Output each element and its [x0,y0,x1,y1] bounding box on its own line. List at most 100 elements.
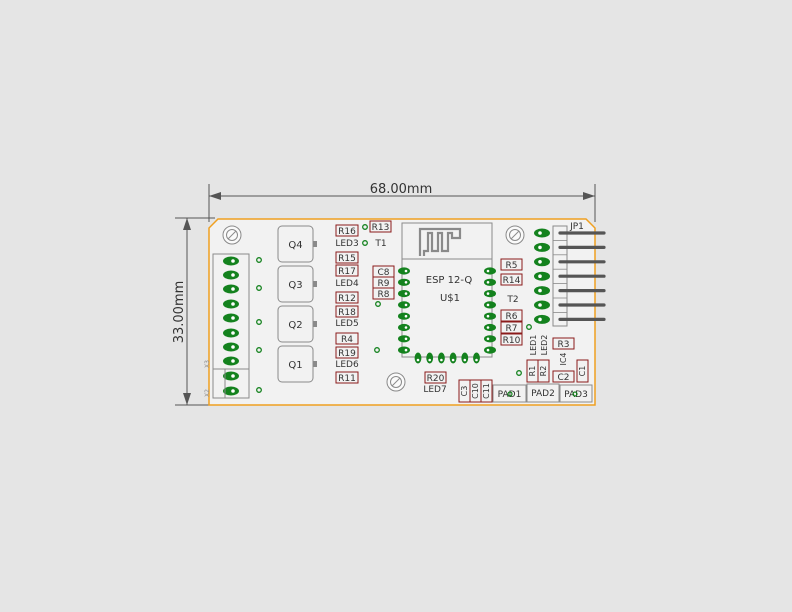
svg-text:C10: C10 [471,383,480,399]
led-label: LED5 [335,319,358,329]
pad2-label: PAD2 [531,389,555,399]
esp-pad [426,352,434,364]
svg-text:R12: R12 [338,294,356,304]
header-pin [534,239,606,252]
c1-label: C1 [578,366,587,377]
width-dimension [208,184,596,222]
mounting-hole-top-left [222,225,242,245]
esp-pad [398,278,410,286]
resistor-r15: R15 [335,251,359,264]
svg-text:C11: C11 [482,383,491,399]
via-t1 [362,240,368,246]
t2-label: T2 [506,295,518,305]
resistor-r17: R17 [335,264,359,277]
via-right-1 [526,324,532,330]
esp-module-name: ESP 12-Q [426,275,473,286]
resistor-r18: R18 [335,305,359,318]
part-r8: R8 [372,287,395,300]
led1-label: LED1 [529,335,538,356]
esp-pad [449,352,457,364]
svg-text:C8: C8 [377,268,389,278]
terminal-block-x3 [212,253,250,396]
resistor-r11: R11 [335,371,359,384]
r13-label: R13 [372,223,390,233]
width-dimension-label: 68.00mm [370,182,433,197]
antenna-trace [418,227,462,256]
transistor-q1: Q1 [277,345,317,383]
esp-module [398,222,496,364]
esp-pad [398,267,410,275]
terminal-pad [223,342,239,352]
esp-pad [484,346,496,354]
transistor-q2: Q2 [277,305,317,343]
svg-text:R16: R16 [338,227,356,237]
r3-box [552,337,575,350]
svg-text:R19: R19 [338,349,356,359]
svg-text:R4: R4 [341,335,353,345]
svg-text:C3: C3 [460,386,469,397]
r20-box [424,371,447,384]
resistor-r16: R16 [335,224,359,237]
resistor-r5: R5 [500,258,523,271]
svg-text:R10: R10 [503,336,521,346]
esp-pad [484,301,496,309]
svg-text:R14: R14 [503,276,521,286]
svg-text:R7: R7 [506,324,518,334]
header-pin [534,254,606,267]
esp-pad [398,335,410,343]
r3-label: R3 [558,340,570,350]
svg-text:R18: R18 [338,308,356,318]
terminal-pad [223,356,239,366]
esp-pad [398,290,410,298]
resistor-r10: R10 [500,333,523,346]
transistor-label: Q4 [288,240,302,251]
esp-pad [484,312,496,320]
resistor-r7: R7 [500,321,523,334]
mounting-hole-bottom [386,372,406,392]
ic4-label: IC4 [559,352,568,365]
header-label: JP1 [569,222,584,232]
esp-pad [414,352,422,364]
r13-box [369,220,392,233]
header-pin [534,297,606,310]
mounting-hole-top-right [505,225,525,245]
cap-c10: C10 [469,379,482,403]
esp-pad [484,267,496,275]
pad-group: PAD1 PAD2 PAD3 [492,383,593,403]
esp-pad [461,352,469,364]
terminal-pad [223,328,239,338]
via-right-2 [516,370,522,376]
transistor-q4: Q4 [277,225,317,263]
resistor-r6: R6 [500,309,523,322]
connector-label-x2: X2 [204,389,211,397]
esp-pad [438,352,445,364]
transistor-label: Q1 [288,360,302,371]
resistor-r14: R14 [500,273,523,286]
terminal-pad [223,270,239,280]
r20-label: R20 [427,374,445,384]
svg-text:R11: R11 [338,374,356,384]
svg-text:R5: R5 [506,261,518,271]
esp-module-designator: U$1 [440,293,460,304]
height-dimension [175,217,215,406]
terminal-pad [223,256,239,266]
pad2-box [526,383,560,403]
pad1-box [492,384,527,403]
led7-label: LED7 [423,385,446,395]
height-dimension-label: 33.00mm [172,281,187,344]
led2-label: LED2 [540,335,549,356]
esp-pad [398,346,410,354]
connector-label-x3: X3 [204,360,211,368]
pad3-label: PAD3 [564,390,588,400]
via-mid-1 [375,301,381,307]
t1-label: T1 [374,239,386,249]
led-label: LED6 [335,360,359,370]
resistor-r19: R19 [335,346,359,359]
header-pin [534,311,606,324]
